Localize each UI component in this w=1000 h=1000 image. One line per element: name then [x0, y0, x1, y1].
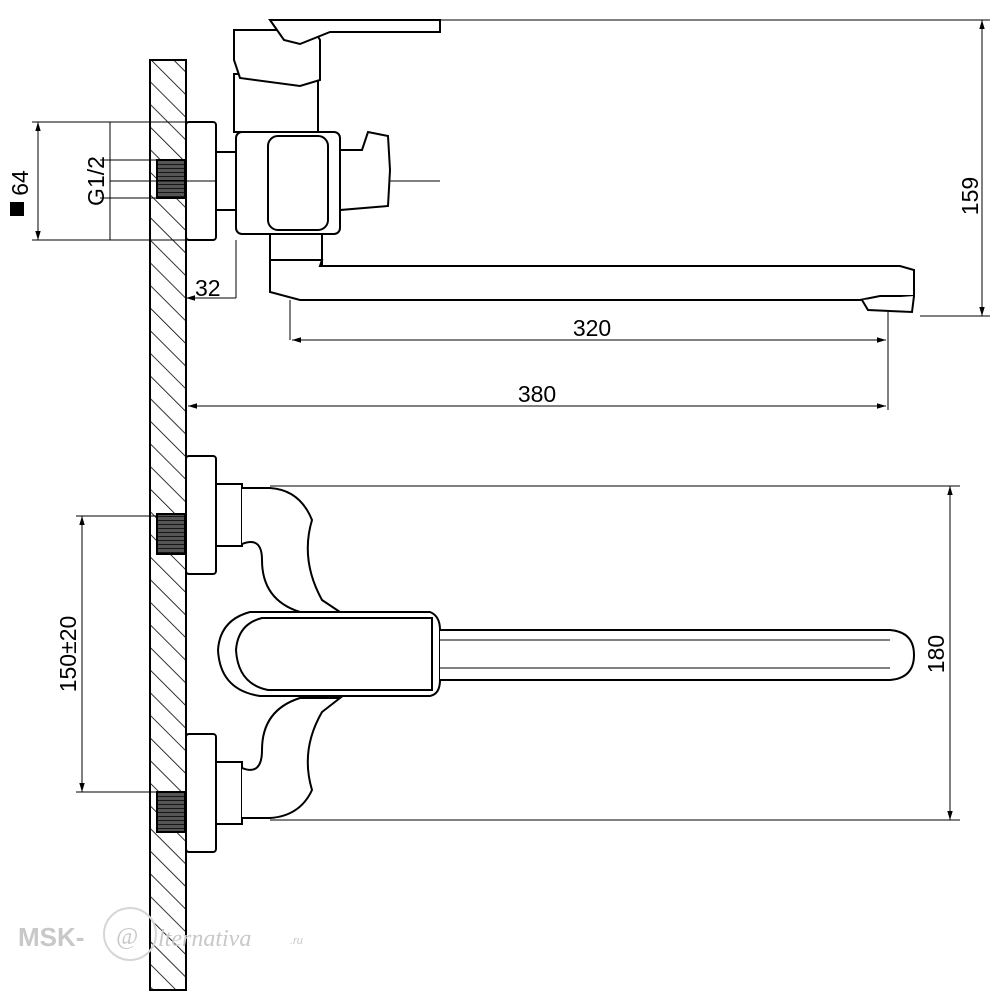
- thread-connection-upper: [156, 513, 186, 555]
- dim-total-length: 380: [518, 381, 556, 407]
- dim-square: 64: [7, 170, 33, 216]
- watermark-logo: MSK- @ lternativa .ru: [18, 907, 303, 961]
- watermark-suffix: .ru: [290, 935, 303, 947]
- front-view: [156, 455, 916, 853]
- side-view-dimensions: [32, 19, 990, 410]
- front-view-dimensions: [76, 485, 960, 821]
- dim-thread: G1/2: [83, 156, 109, 206]
- watermark-at-circle: [103, 907, 157, 961]
- dim-centers: 150±20: [55, 616, 81, 693]
- dim-offset: 32: [195, 275, 221, 301]
- thread-connection-lower: [156, 791, 186, 833]
- dim-height-front: 180: [923, 635, 949, 673]
- dim-height-top: 159: [957, 177, 983, 215]
- watermark-name: lternativa: [158, 926, 251, 952]
- square-symbol-icon: [10, 202, 24, 216]
- watermark-at: @: [116, 924, 138, 950]
- watermark-prefix: MSK-: [18, 922, 84, 952]
- dim-square-value: 64: [7, 170, 33, 196]
- dim-spout-length: 320: [573, 315, 611, 341]
- thread-connection: [156, 159, 186, 199]
- side-view: [110, 19, 915, 314]
